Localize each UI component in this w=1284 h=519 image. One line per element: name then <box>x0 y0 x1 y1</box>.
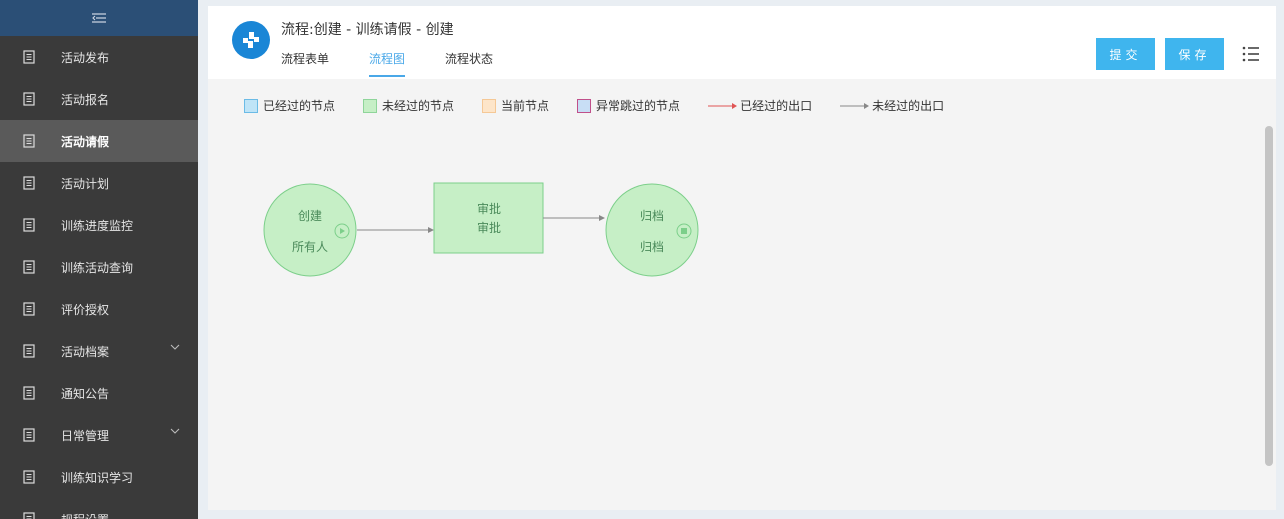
sidebar-item-label: 训练进度监控 <box>61 218 134 233</box>
tab-flowchart[interactable]: 流程图 <box>369 50 406 77</box>
start-node-title: 创建 <box>298 209 322 223</box>
end-node-sub: 归档 <box>640 240 664 254</box>
sidebar-item-label: 活动发布 <box>61 50 110 65</box>
document-icon <box>23 50 35 64</box>
legend-label: 未经过的节点 <box>382 99 455 113</box>
document-icon <box>23 512 35 519</box>
task-node-title: 审批 <box>477 201 501 216</box>
document-icon <box>23 344 35 358</box>
sidebar-item-label: 规程设置 <box>61 511 109 519</box>
end-node[interactable]: 归档 归档 <box>605 183 699 277</box>
sidebar-item-label: 训练活动查询 <box>61 260 134 275</box>
tab-form[interactable]: 流程表单 <box>281 52 330 66</box>
document-icon <box>23 218 35 232</box>
sidebar-item[interactable]: 活动请假 <box>0 120 198 162</box>
sidebar-item[interactable]: 训练知识学习 <box>0 456 198 498</box>
document-icon <box>23 260 35 274</box>
passed-exit-arrow-icon <box>708 102 738 109</box>
legend-label: 未经过的出口 <box>872 99 945 113</box>
legend-passed-node: 已经过的节点 <box>244 97 335 114</box>
legend-label: 当前节点 <box>501 99 550 113</box>
legend-label: 已经过的出口 <box>740 99 813 113</box>
sidebar-item[interactable]: 活动发布 <box>0 36 198 78</box>
unpassed-exit-arrow-icon <box>840 102 870 109</box>
legend: 已经过的节点 未经过的节点 当前节点 异常跳过的节点 已经过的出口 未 <box>244 97 972 114</box>
document-icon <box>23 386 35 400</box>
sidebar-item[interactable]: 训练进度监控 <box>0 204 198 246</box>
document-icon <box>23 470 35 484</box>
sidebar-item-label: 通知公告 <box>61 386 110 401</box>
sidebar-item-label: 活动请假 <box>61 134 110 149</box>
main-panel: 流程:创建 - 训练请假 - 创建 流程表单 流程图 流程状态 提交 保存 已经… <box>208 6 1276 510</box>
start-play-icon <box>334 223 350 239</box>
legend-unpassed-exit: 未经过的出口 <box>840 97 944 114</box>
document-icon <box>23 302 35 316</box>
save-button[interactable]: 保存 <box>1165 38 1224 70</box>
unpassed-node-swatch <box>363 98 378 113</box>
chevron-down-icon <box>170 428 180 434</box>
page-title: 流程:创建 - 训练请假 - 创建 <box>281 22 454 38</box>
sidebar-menu: 活动发布活动报名活动请假活动计划训练进度监控训练活动查询评价授权活动档案通知公告… <box>0 36 198 519</box>
flow-logo-icon <box>243 32 259 48</box>
current-node-swatch <box>482 98 497 113</box>
legend-unpassed-node: 未经过的节点 <box>363 97 454 114</box>
task-node[interactable]: 审批 审批 <box>433 182 544 254</box>
vertical-scrollbar[interactable] <box>1265 126 1273 466</box>
page-header: 流程:创建 - 训练请假 - 创建 流程表单 流程图 流程状态 提交 保存 <box>208 6 1276 79</box>
document-icon <box>23 92 35 106</box>
end-stop-icon <box>676 223 692 239</box>
sidebar-item-label: 活动报名 <box>61 92 110 107</box>
tab-bar: 流程表单 流程图 流程状态 <box>281 50 533 77</box>
flow-arrow <box>357 227 434 233</box>
sidebar-item[interactable]: 训练活动查询 <box>0 246 198 288</box>
app-logo <box>232 21 270 59</box>
sidebar-item-label: 活动计划 <box>61 176 110 191</box>
passed-node-swatch <box>244 98 258 113</box>
collapse-menu-icon[interactable] <box>92 13 106 23</box>
task-node-sub: 审批 <box>477 220 501 235</box>
sidebar-item-label: 评价授权 <box>61 302 110 317</box>
legend-skipped-node: 异常跳过的节点 <box>577 97 680 114</box>
start-node-sub: 所有人 <box>292 240 328 254</box>
sidebar-header <box>0 0 198 36</box>
sidebar-item-label: 活动档案 <box>61 344 110 359</box>
sidebar: 活动发布活动报名活动请假活动计划训练进度监控训练活动查询评价授权活动档案通知公告… <box>0 0 198 519</box>
list-menu-icon[interactable] <box>1241 44 1261 64</box>
chevron-down-icon <box>170 344 180 350</box>
document-icon <box>23 134 35 148</box>
sidebar-item[interactable]: 日常管理 <box>0 414 198 456</box>
sidebar-item[interactable]: 规程设置 <box>0 498 198 519</box>
document-icon <box>23 428 35 442</box>
tab-status[interactable]: 流程状态 <box>445 52 494 66</box>
legend-label: 已经过的节点 <box>263 99 336 113</box>
flow-diagram: 创建 所有人 审批 审批 归档 归档 <box>263 182 699 277</box>
sidebar-item[interactable]: 活动档案 <box>0 330 198 372</box>
submit-button[interactable]: 提交 <box>1096 38 1155 70</box>
sidebar-item-label: 训练知识学习 <box>61 470 134 485</box>
sidebar-item[interactable]: 通知公告 <box>0 372 198 414</box>
document-icon <box>23 176 35 190</box>
flow-arrow <box>543 215 605 221</box>
legend-label: 异常跳过的节点 <box>596 99 681 113</box>
start-node[interactable]: 创建 所有人 <box>263 183 357 277</box>
legend-current-node: 当前节点 <box>482 97 549 114</box>
sidebar-item[interactable]: 评价授权 <box>0 288 198 330</box>
sidebar-item-label: 日常管理 <box>61 428 110 443</box>
sidebar-item[interactable]: 活动计划 <box>0 162 198 204</box>
end-node-title: 归档 <box>640 209 664 223</box>
skipped-node-swatch <box>577 98 592 113</box>
legend-passed-exit: 已经过的出口 <box>708 97 812 114</box>
sidebar-item[interactable]: 活动报名 <box>0 78 198 120</box>
